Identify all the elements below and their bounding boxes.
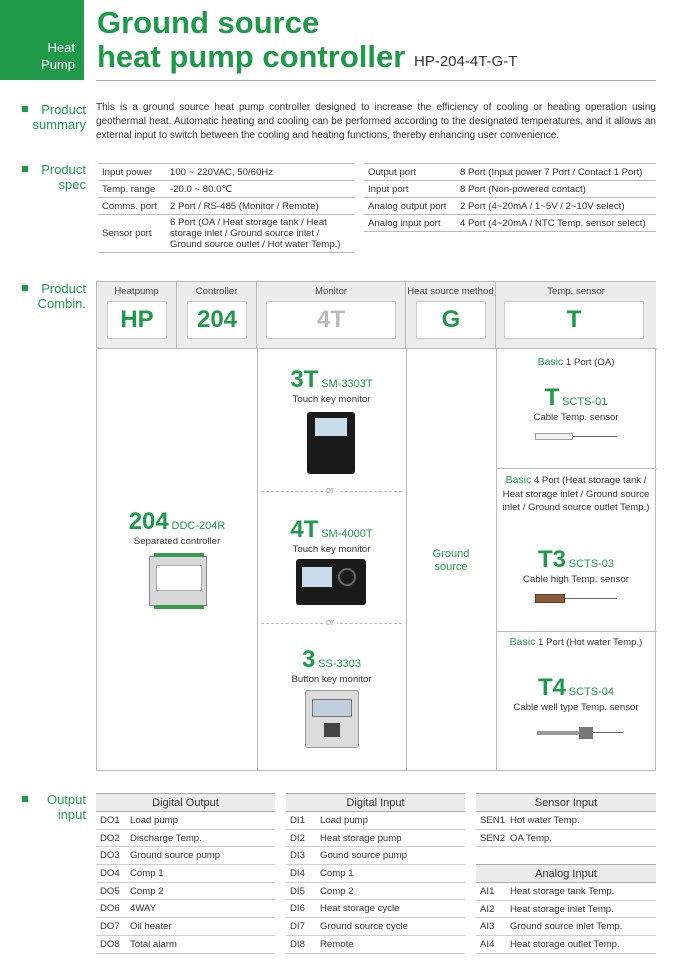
table-title: Digital Output — [96, 793, 275, 812]
sensor-hot-water-port: Basic 1 Port (Hot water Temp.) — [509, 636, 643, 648]
section-label-spec: Product spec — [14, 162, 86, 192]
spec-row: Temp. range-20.0 ~ 80.0℃ — [98, 180, 354, 198]
header-heatpump: Heatpump HP — [97, 282, 177, 348]
sensor-t3: T3 SCTS-03 Cable high Temp. sensor — [523, 546, 629, 585]
monitor-4t: 4T SM-4000T Touch key monitor — [290, 516, 373, 555]
header-controller: Controller 204 — [177, 282, 257, 348]
section-label-summary: Product summary — [14, 102, 86, 132]
monitor-3t-image — [307, 412, 355, 474]
code-box: T — [504, 301, 644, 339]
header-heat-source: Heat source method G — [406, 282, 496, 348]
divider — [97, 348, 657, 349]
controller-image — [149, 553, 207, 609]
bullet-icon — [22, 285, 28, 291]
monitor-3-image — [305, 690, 359, 748]
code-box: G — [416, 301, 486, 339]
category-tag-line1: Heat — [47, 40, 75, 55]
monitor-3t: 3T SM-3303T Touch key monitor — [290, 366, 373, 405]
section-label-combin: Product Combin. — [14, 281, 86, 311]
divider — [257, 348, 258, 770]
bullet-icon — [22, 106, 28, 112]
code-box: HP — [107, 301, 167, 339]
divider — [406, 348, 407, 770]
summary-text: This is a ground source heat pump contro… — [96, 102, 656, 141]
header-temp-sensor: Temp. sensor T — [496, 282, 656, 348]
table-title: Digital Input — [286, 793, 465, 812]
code-box: 4T — [266, 301, 396, 339]
page-title-line1: Ground source — [97, 5, 320, 40]
monitor-3: 3 SS-3303 Button key monitor — [291, 646, 372, 685]
or-label: or — [323, 617, 338, 627]
sensor-t: T SCTS-01 Cable Temp. sensor — [533, 384, 619, 423]
sensor-t3-image — [535, 594, 565, 603]
divider — [496, 631, 657, 632]
sensor-t-image — [535, 433, 573, 440]
controller-code: 204 — [128, 508, 169, 535]
sensor-1-port: Basic 1 Port (OA) — [537, 356, 615, 368]
monitor-4t-image — [296, 559, 366, 605]
sensor-t4-image — [537, 731, 579, 735]
controller-block: 204 DDC-204R Separated controller — [97, 508, 257, 547]
controller-caption: Separated controller — [133, 536, 221, 547]
table-title: Analog Input — [476, 864, 656, 883]
bullet-icon — [22, 166, 28, 172]
page-title-line2: heat pump controller — [97, 39, 406, 74]
sensor-t4: T4 SCTS-04 Cable well type Temp. sensor — [513, 674, 639, 713]
heat-source-label: Ground source — [432, 548, 470, 573]
header-monitor: Monitor 4T — [257, 282, 406, 348]
category-tag-line2: Pump — [41, 57, 75, 72]
divider — [496, 348, 497, 770]
section-label-io: Output input — [14, 792, 86, 822]
code-box: 204 — [187, 301, 247, 339]
combination-body: 204 DDC-204R Separated controller 3T SM-… — [97, 348, 657, 770]
table-title: Sensor Input — [476, 793, 656, 812]
sensor-4-port: Basic 4 Port (Heat storage tank / Heat s… — [502, 474, 650, 514]
bullet-icon — [22, 796, 28, 802]
model-number: HP-204-4T-G-T — [414, 53, 518, 70]
controller-model: DDC-204R — [171, 520, 226, 532]
header-divider — [96, 80, 656, 81]
category-tag: Heat Pump — [0, 0, 84, 80]
divider — [496, 468, 657, 469]
combination-grid: Heatpump HP Controller 204 Monitor 4T He… — [96, 281, 657, 771]
or-label: or — [323, 485, 338, 495]
